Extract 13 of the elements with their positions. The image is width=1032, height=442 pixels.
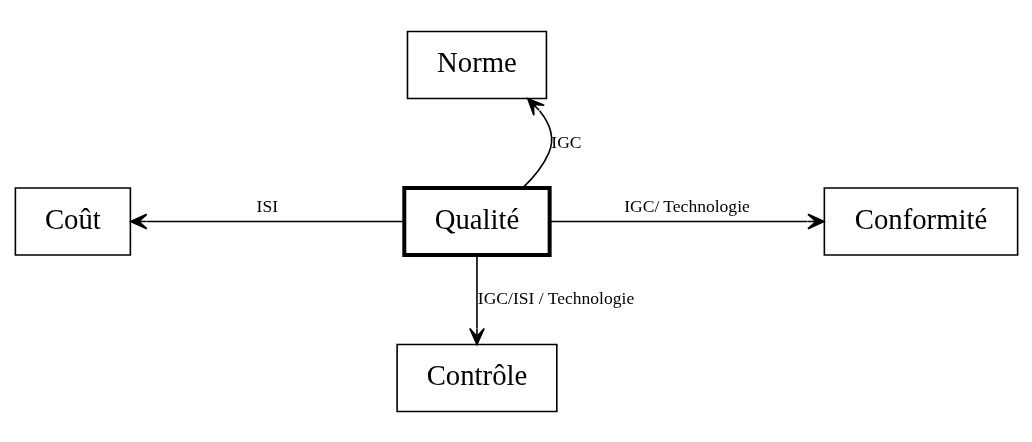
edge-label: IGC/ Technologie (623, 195, 750, 216)
edge-label: IGC (550, 131, 582, 152)
arrow (468, 254, 485, 345)
arrow (129, 213, 405, 229)
node-box: Norme (406, 30, 547, 99)
node-box: Contrôle (395, 343, 558, 412)
node-box: Coût (14, 186, 131, 256)
node-box: Conformité (823, 186, 1018, 256)
edge-label: ISI (256, 195, 278, 216)
arrow (548, 213, 825, 229)
edge-label: IGC/ISI / Technologie (477, 287, 634, 308)
arrow (521, 97, 552, 188)
node-box: Qualité (401, 185, 552, 257)
